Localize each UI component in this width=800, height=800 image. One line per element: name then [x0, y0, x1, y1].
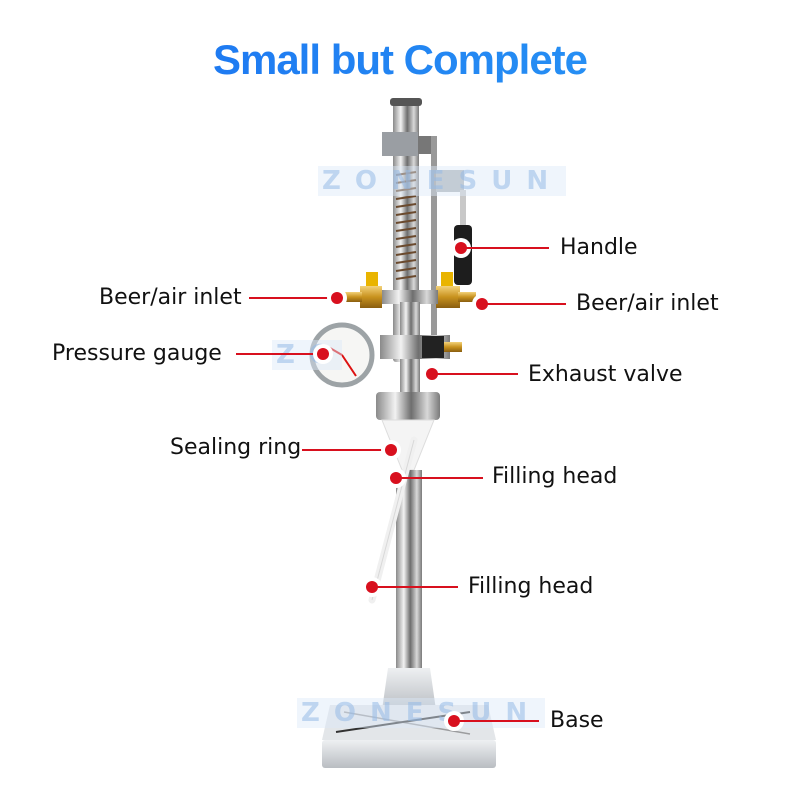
leader-line [249, 297, 337, 299]
callout-label-beer-air-inlet-left: Beer/air inlet [99, 285, 242, 310]
callout-dot [331, 292, 343, 304]
callout-label-beer-air-inlet-right: Beer/air inlet [576, 291, 719, 316]
leader-line [236, 353, 322, 355]
page-title: Small but Complete [0, 36, 800, 84]
callout-label-pressure-gauge: Pressure gauge [52, 341, 222, 366]
callout-label-filling-head-lower: Filling head [468, 574, 594, 599]
leader-line [396, 477, 483, 479]
callout-label-filling-head-upper: Filling head [492, 464, 618, 489]
callout-dot [385, 444, 397, 456]
leader-line [302, 449, 390, 451]
callout-label-sealing-ring: Sealing ring [170, 435, 302, 460]
callout-label-base: Base [550, 708, 604, 733]
callout-label-handle: Handle [560, 235, 638, 260]
leader-line [432, 373, 518, 375]
leader-line [454, 720, 539, 722]
callout-label-exhaust-valve: Exhaust valve [528, 362, 683, 387]
watermark-middle: ZONESUN [272, 340, 342, 370]
watermark-bottom: ZONESUN [297, 698, 546, 728]
leader-line [482, 303, 566, 305]
leader-line [461, 247, 549, 249]
callout-dot [317, 348, 329, 360]
leader-line [372, 586, 458, 588]
watermark-top: ZONESUN [318, 166, 567, 196]
